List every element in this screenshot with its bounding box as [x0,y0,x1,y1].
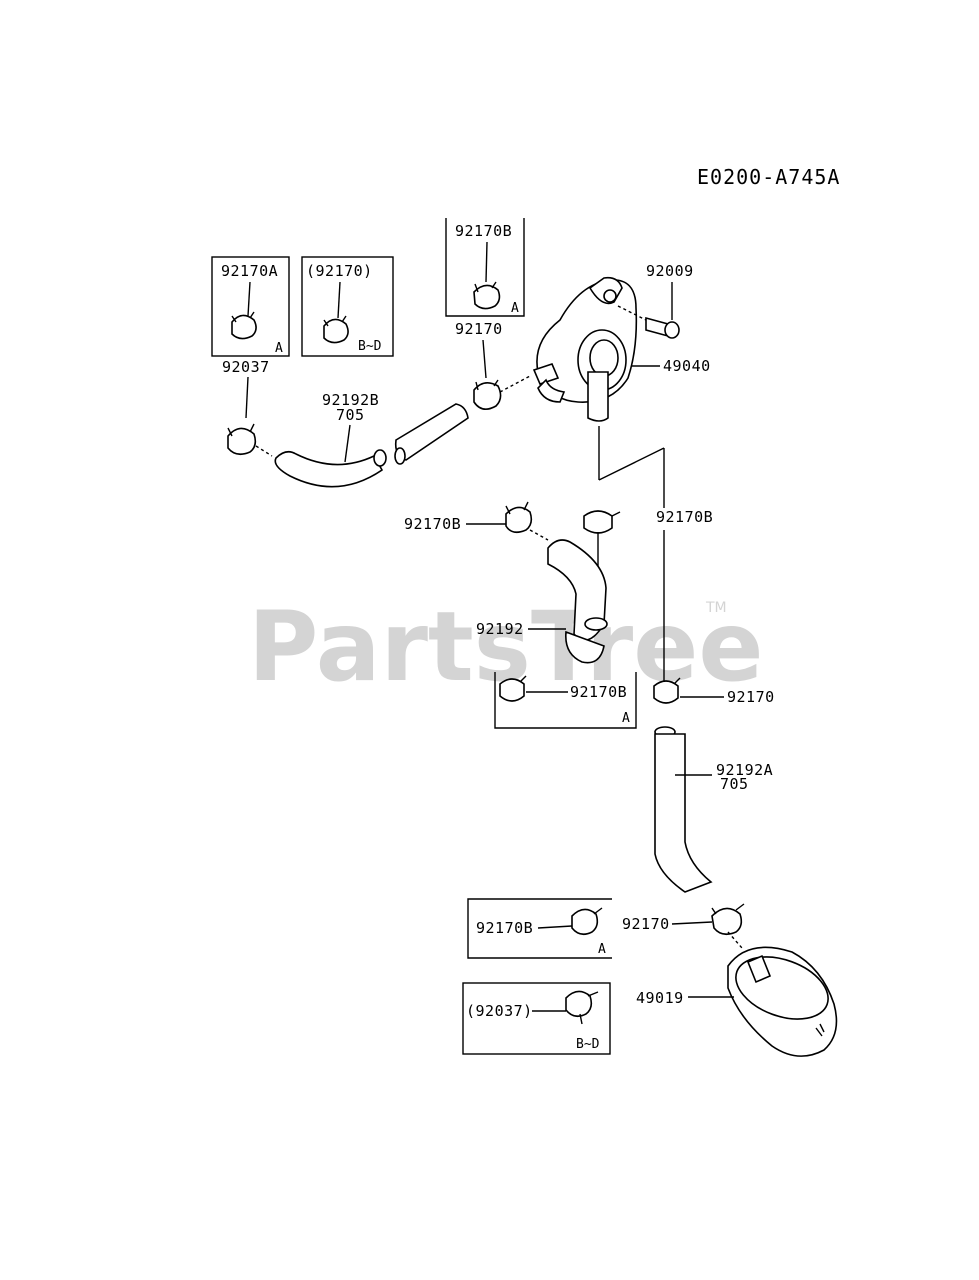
label-92009: 92009 [646,262,694,280]
hose-clamp-icon [231,311,257,340]
hose-clamp-icon [323,315,349,344]
label-49019: 49019 [636,989,684,1007]
variant-box-92170B-top[interactable]: 92170B A [445,218,525,317]
variant-box-92170A[interactable]: 92170A A [211,256,290,357]
variant-box-92170-paren[interactable]: (92170) B~D [301,256,394,357]
hose-clamp-92170-mid[interactable] [653,677,681,704]
label-705-top: 705 [336,406,365,424]
label-92170B-box-bottom: 92170B [476,919,533,937]
variant-mark: B~D [358,339,382,354]
bolt-92009[interactable] [645,316,680,339]
hose-clamp-icon [565,990,599,1025]
label-92192B: 92192B [322,391,379,409]
label-92170B-top: 92170B [455,222,512,240]
fuel-hose-92192B[interactable] [274,403,469,488]
label-92170-paren-top: (92170) [306,262,373,280]
label-92170-top: 92170 [455,320,503,338]
hose-clamp-92170B-mid[interactable] [505,501,533,534]
fuel-hose-92192[interactable] [547,539,608,664]
diagram-code: E0200-A745A [697,165,840,189]
variant-mark: A [622,711,630,726]
variant-box-92170B-mid[interactable]: 92170B A [494,672,637,729]
hose-clamp-icon [473,281,501,310]
label-92192A: 92192A [716,761,773,779]
label-92170B-right: 92170B [656,508,713,526]
label-92170A: 92170A [221,262,278,280]
hose-clamp-92170-top[interactable] [473,379,502,410]
variant-box-92170B-bottom[interactable]: 92170B A [467,898,612,959]
label-705-bottom: 705 [720,775,749,793]
hose-clamp-92170-bottom[interactable] [711,903,745,936]
label-92037-paren: (92037) [466,1002,533,1020]
label-92170-bottom: 92170 [622,915,670,933]
hose-clamp-92037[interactable] [227,423,257,456]
variant-box-92037-paren[interactable]: (92037) B~D [462,982,611,1055]
label-92192: 92192 [476,620,524,638]
watermark-trademark: TM [705,600,727,616]
label-92170B-box-mid: 92170B [570,683,627,701]
variant-mark: A [511,301,519,316]
fuel-hose-92192A[interactable] [654,726,713,893]
label-92170B-mid: 92170B [404,515,461,533]
label-49040: 49040 [663,357,711,375]
fuel-pump-49040[interactable] [532,276,638,422]
variant-mark: B~D [576,1037,600,1052]
variant-mark: A [275,341,283,356]
variant-mark: A [598,942,606,957]
fuel-filter-49019[interactable] [727,945,838,1057]
hose-clamp-icon [499,675,527,702]
label-92037: 92037 [222,358,270,376]
label-92170-mid-right: 92170 [727,688,775,706]
hose-clamp-pump-outlet[interactable] [583,510,621,534]
hose-clamp-icon [571,907,603,936]
